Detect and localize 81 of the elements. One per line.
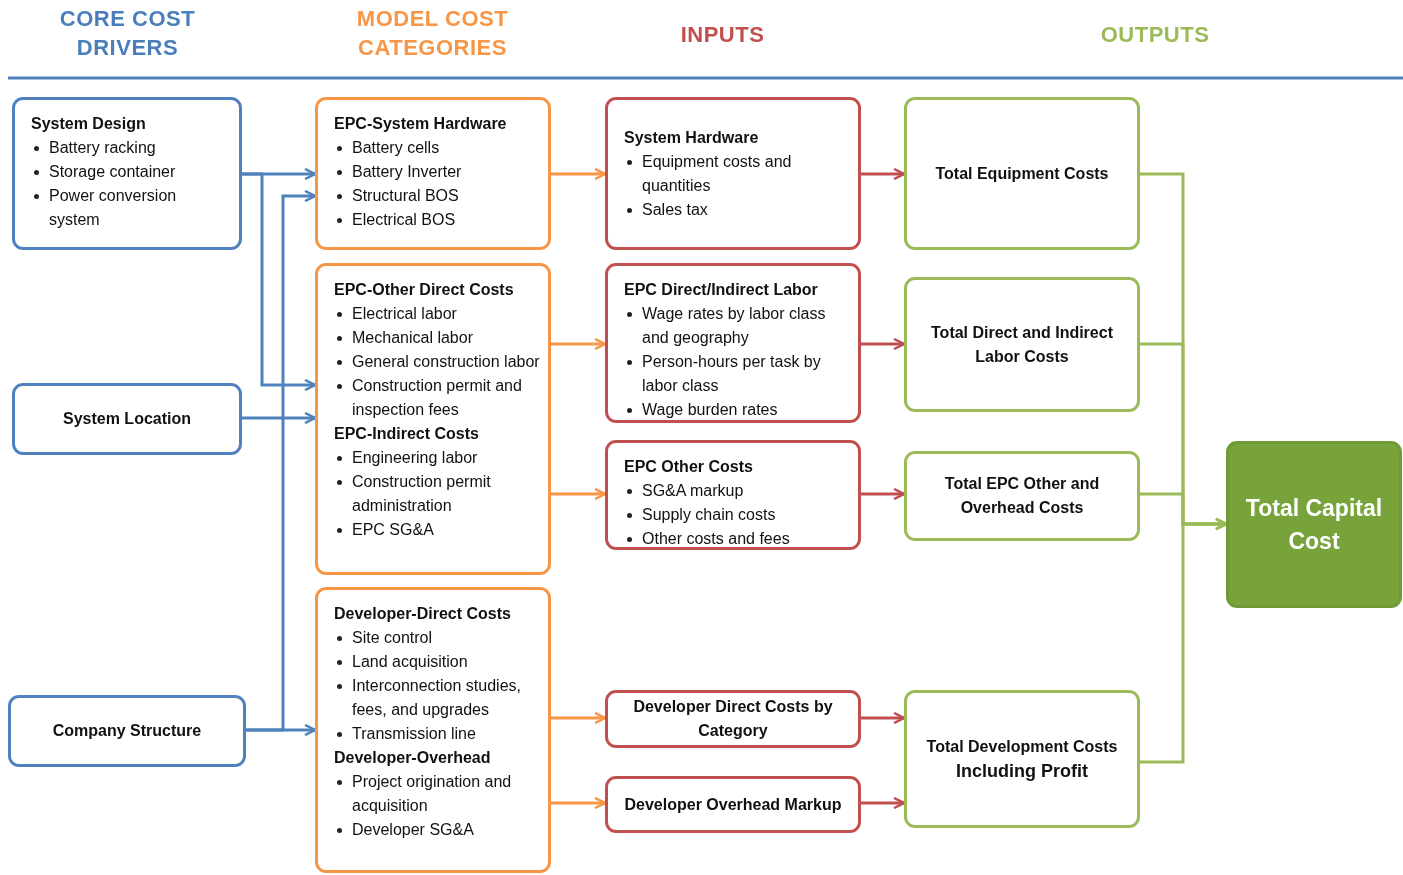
- bullet-item: SG&A markup: [624, 479, 850, 503]
- result-box: [1226, 441, 1402, 608]
- arrow: [551, 711, 607, 725]
- arrow: [1140, 517, 1228, 764]
- bullet-item: Equipment costs and quantities: [624, 150, 850, 198]
- arrow: [242, 172, 317, 392]
- process-box: [12, 97, 242, 250]
- box-label: Total Direct and Indirect Labor Costs: [930, 322, 1114, 367]
- column-heading: MODEL COST CATEGORIES: [355, 5, 510, 62]
- box-label: Total Development Costs: [926, 737, 1118, 757]
- box-heading: System Hardware: [624, 128, 760, 148]
- box-heading: EPC-System Hardware: [334, 114, 508, 134]
- bullet-item: Construction permit administration: [334, 470, 540, 518]
- process-box: [605, 690, 861, 748]
- process-box: [12, 383, 242, 455]
- bullet-item: Storage container: [31, 160, 231, 184]
- box-label: System Location: [63, 409, 191, 429]
- bullet-item: Battery Inverter: [334, 160, 540, 184]
- bullet-item: Site control: [334, 626, 540, 650]
- arrow: [861, 796, 906, 810]
- bullet-item: Mechanical labor: [334, 326, 540, 350]
- bullet-item: Structural BOS: [334, 184, 540, 208]
- arrow: [242, 411, 317, 425]
- bullet-item: General construction labor: [334, 350, 540, 374]
- bullet-item: Land acquisition: [334, 650, 540, 674]
- bullet-item: Wage burden rates: [624, 398, 850, 422]
- bullet-item: Transmission line: [334, 722, 540, 746]
- box-label: Total Equipment Costs: [935, 163, 1109, 184]
- bullet-item: Electrical BOS: [334, 208, 540, 232]
- bullet-item: EPC SG&A: [334, 518, 540, 542]
- bullet-item: Construction permit and inspection fees: [334, 374, 540, 422]
- process-box: [904, 277, 1140, 412]
- bullet-item: Electrical labor: [334, 302, 540, 326]
- process-box: [315, 263, 551, 575]
- bullet-item: Battery cells: [334, 136, 540, 160]
- box-heading: System Design: [31, 114, 147, 134]
- arrow: [551, 167, 607, 181]
- bullet-item: Other costs and fees: [624, 527, 850, 551]
- box-heading: Developer-Direct Costs: [334, 604, 512, 624]
- box-label: Total Capital Cost: [1244, 493, 1384, 556]
- process-box: [605, 263, 861, 423]
- process-box: [904, 451, 1140, 541]
- bullet-item: Interconnection studies, fees, and upgrades: [334, 674, 540, 722]
- bullet-item: Engineering labor: [334, 446, 540, 470]
- box-label: Total EPC Other and Overhead Costs: [943, 474, 1101, 518]
- box-heading: EPC Direct/Indirect Labor: [624, 280, 819, 300]
- process-box: [904, 690, 1140, 828]
- box-label: Developer Overhead Markup: [624, 794, 842, 815]
- process-box: [8, 695, 246, 767]
- arrow: [246, 723, 317, 737]
- box-heading: EPC Other Costs: [624, 457, 754, 477]
- bullet-item: Project origination and acquisition: [334, 770, 540, 818]
- column-heading: OUTPUTS: [1099, 21, 1211, 49]
- arrow: [551, 487, 607, 501]
- process-box: [605, 776, 861, 833]
- arrow: [861, 711, 906, 725]
- process-box: [605, 97, 861, 250]
- box-heading: EPC-Indirect Costs: [334, 424, 480, 444]
- column-heading: CORE COST DRIVERS: [58, 5, 197, 62]
- box-label: Including Profit: [956, 760, 1088, 783]
- bullet-item: Wage rates by labor class and geography: [624, 302, 850, 350]
- bullet-item: Person-hours per task by labor class: [624, 350, 850, 398]
- bullet-item: Power conversion system: [31, 184, 231, 232]
- arrow: [861, 167, 906, 181]
- process-box: [315, 97, 551, 250]
- box-heading: EPC-Other Direct Costs: [334, 280, 515, 300]
- process-box: [904, 97, 1140, 250]
- arrow: [861, 487, 906, 501]
- box-heading: Developer-Overhead: [334, 748, 492, 768]
- bullet-item: Battery racking: [31, 136, 231, 160]
- column-heading: INPUTS: [679, 21, 766, 49]
- box-label: Company Structure: [52, 721, 202, 741]
- process-box: [605, 440, 861, 550]
- bullet-item: Supply chain costs: [624, 503, 850, 527]
- bullet-item: Developer SG&A: [334, 818, 540, 842]
- arrow: [551, 337, 607, 351]
- box-label: Developer Direct Costs by Category: [632, 697, 834, 741]
- arrow: [861, 337, 906, 351]
- bullet-item: Sales tax: [624, 198, 850, 222]
- process-box: [315, 587, 551, 873]
- arrow: [551, 796, 607, 810]
